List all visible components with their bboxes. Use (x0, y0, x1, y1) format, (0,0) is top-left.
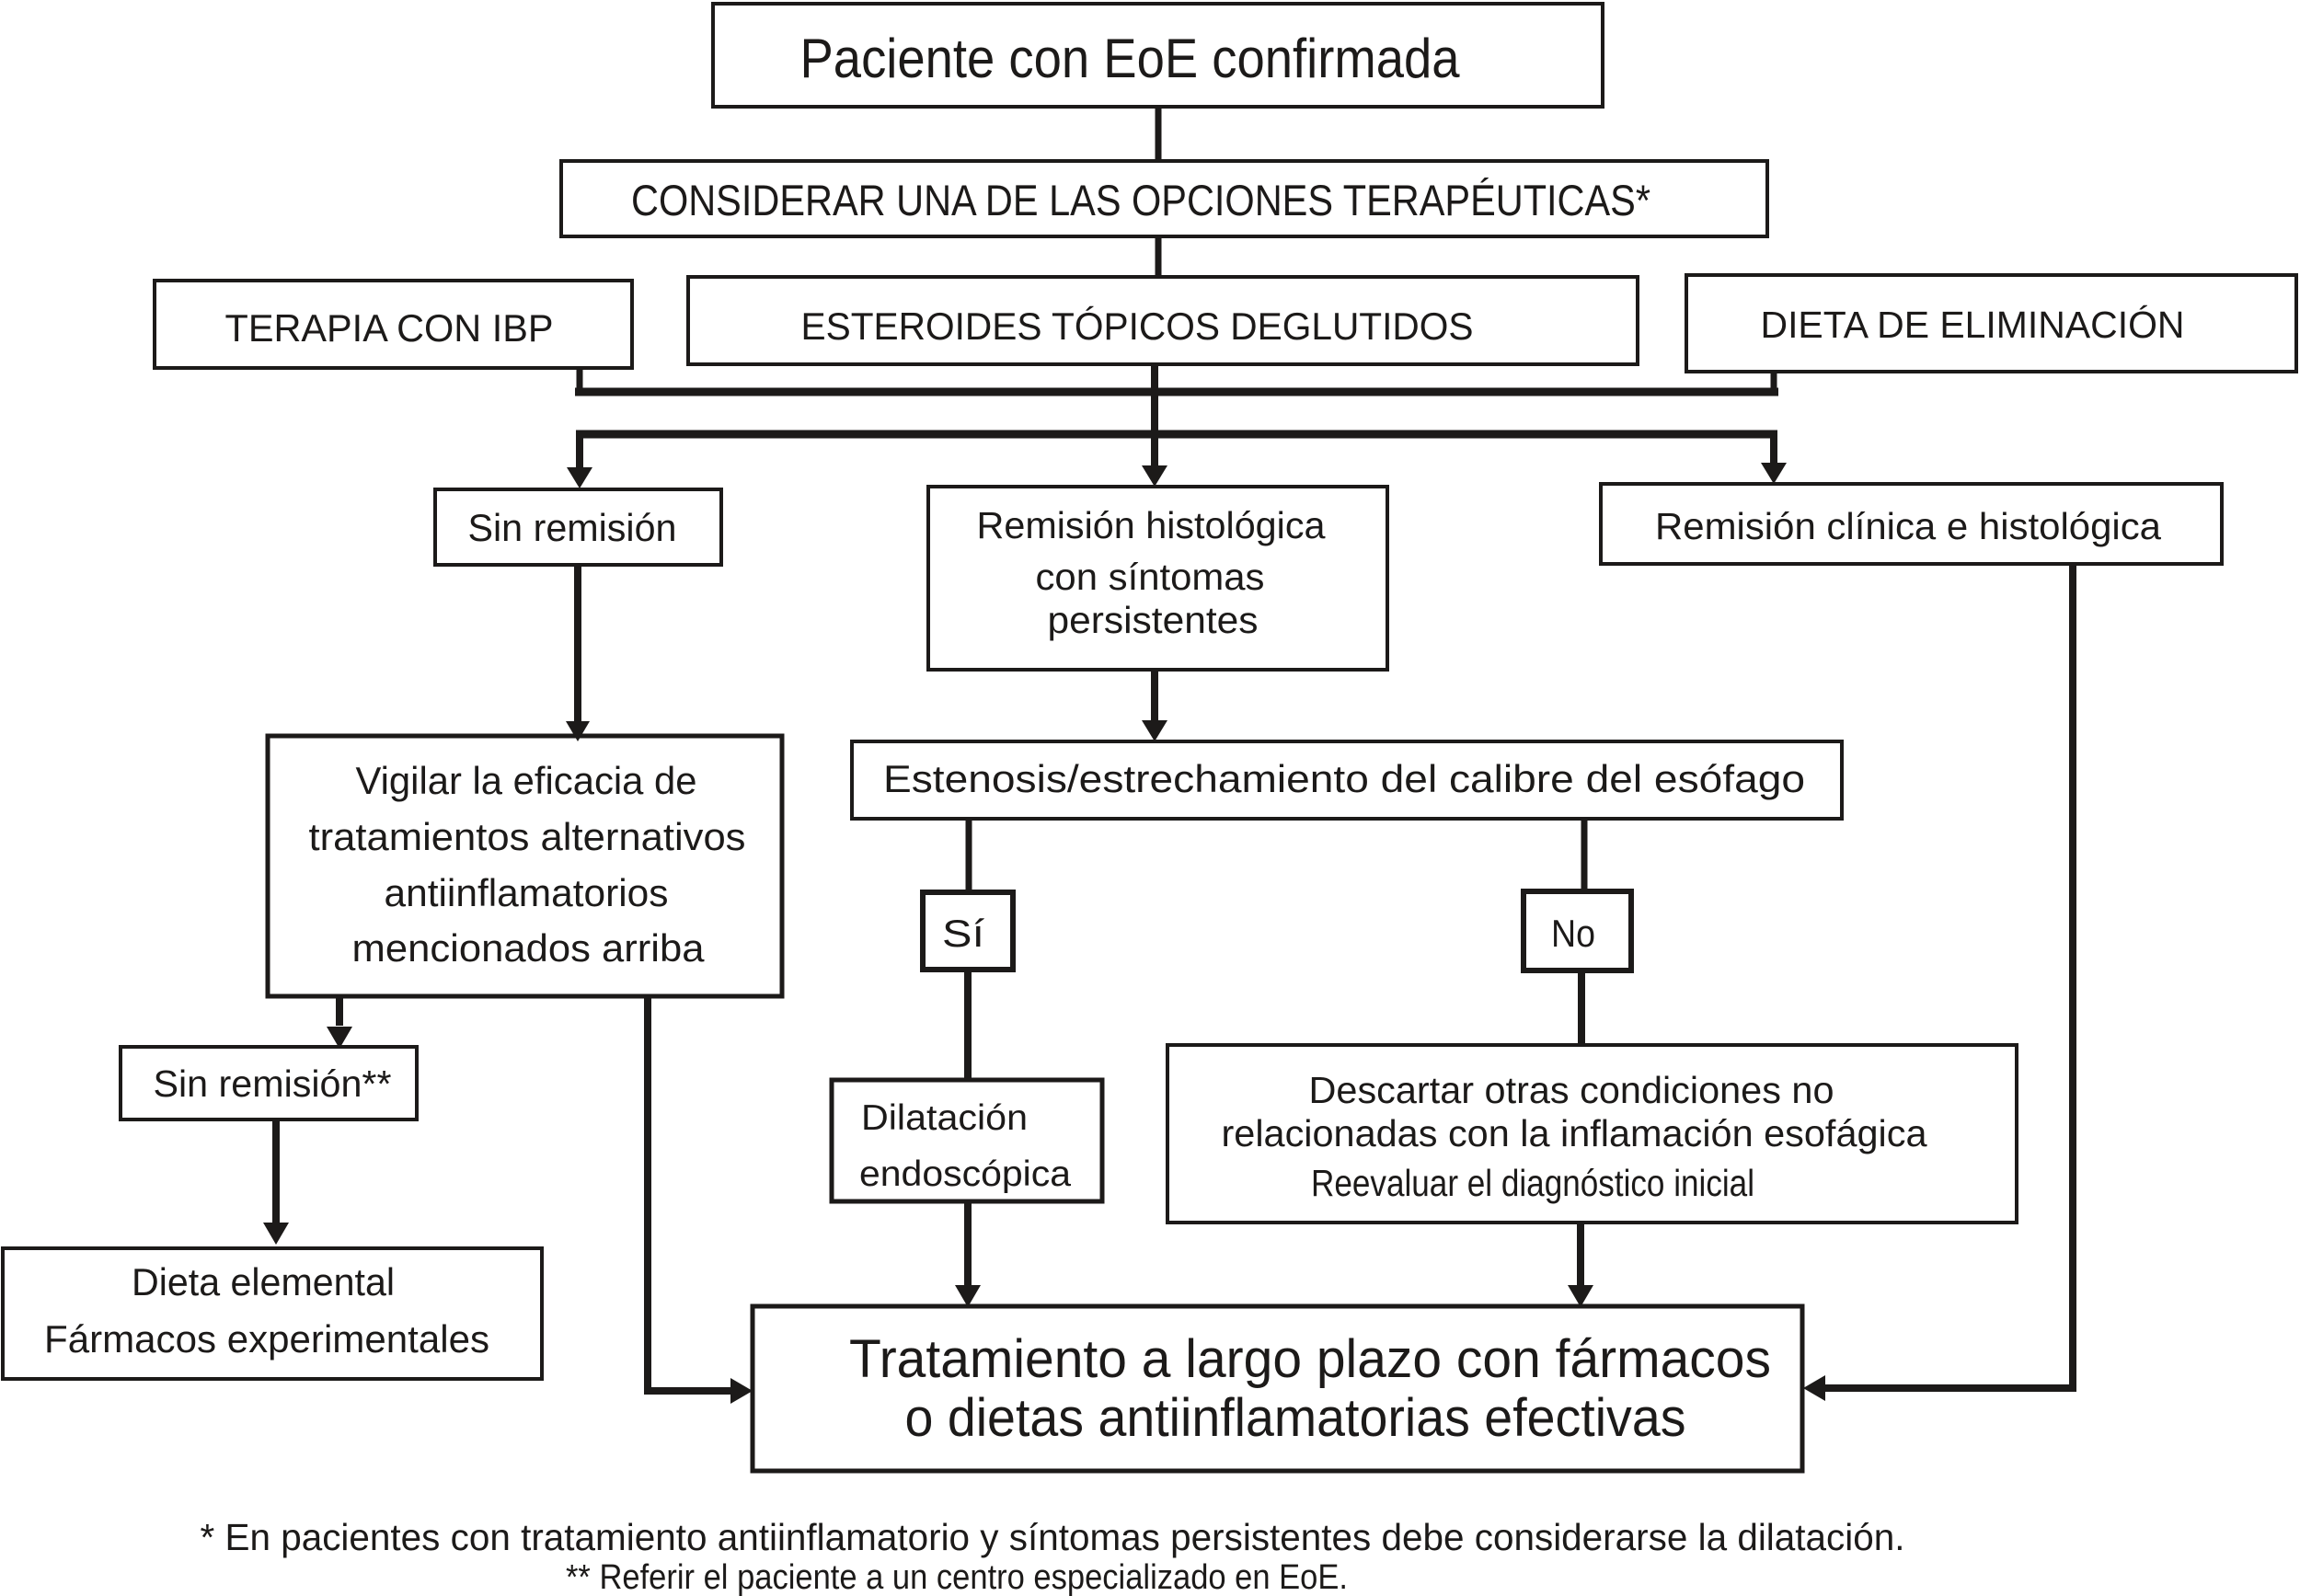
svg-text:TERAPIA CON IBP: TERAPIA CON IBP (225, 306, 554, 350)
svg-text:antiinflamatorios: antiinflamatorios (385, 871, 669, 914)
svg-text:** Referir el paciente a un ce: ** Referir el paciente a un centro espec… (566, 1558, 1348, 1596)
svg-text:DIETA DE ELIMINACIÓN: DIETA DE ELIMINACIÓN (1761, 304, 2185, 346)
svg-text:endoscópica: endoscópica (859, 1154, 1071, 1194)
svg-text:o dietas antiinflamatorias efe: o dietas antiinflamatorias efectivas (905, 1388, 1686, 1448)
svg-text:mencionados arriba: mencionados arriba (352, 926, 706, 970)
svg-text:ESTEROIDES TÓPICOS DEGLUTIDOS: ESTEROIDES TÓPICOS DEGLUTIDOS (801, 304, 1474, 348)
svg-text:No: No (1551, 912, 1595, 955)
svg-text:* En pacientes con tratamiento: * En pacientes con tratamiento antiinfla… (201, 1516, 1905, 1558)
svg-text:Dieta elemental: Dieta elemental (132, 1260, 395, 1303)
svg-text:Estenosis/estrechamiento del c: Estenosis/estrechamiento del calibre del… (883, 757, 1805, 800)
svg-text:Sin remisión: Sin remisión (468, 506, 677, 549)
svg-text:Vigilar la eficacia de: Vigilar la eficacia de (356, 759, 697, 802)
svg-text:Remisión histológica: Remisión histológica (977, 504, 1326, 546)
svg-text:relacionadas con la inflamació: relacionadas con la inflamación esofágic… (1222, 1112, 1927, 1154)
svg-text:tratamientos alternativos: tratamientos alternativos (309, 815, 746, 858)
svg-text:Dilatación: Dilatación (861, 1098, 1028, 1138)
svg-text:Reevaluar el diagnóstico inici: Reevaluar el diagnóstico inicial (1311, 1162, 1754, 1204)
svg-text:Descartar otras condiciones no: Descartar otras condiciones no (1309, 1069, 1834, 1111)
svg-text:Sí: Sí (942, 912, 984, 955)
svg-text:Fármacos experimentales: Fármacos experimentales (44, 1317, 489, 1361)
svg-text:Remisión clínica e histológica: Remisión clínica e histológica (1655, 505, 2161, 547)
svg-text:Sin remisión**: Sin remisión** (154, 1062, 392, 1105)
svg-text:CONSIDERAR UNA DE LAS OPCIONES: CONSIDERAR UNA DE LAS OPCIONES TERAPÉUTI… (631, 176, 1650, 224)
svg-text:con síntomas: con síntomas (1036, 556, 1265, 598)
svg-text:persistentes: persistentes (1048, 599, 1259, 641)
svg-text:Tratamiento a largo plazo con: Tratamiento a largo plazo con fármacos (849, 1329, 1771, 1389)
svg-text:Paciente con EoE confirmada: Paciente con EoE confirmada (800, 28, 1461, 89)
